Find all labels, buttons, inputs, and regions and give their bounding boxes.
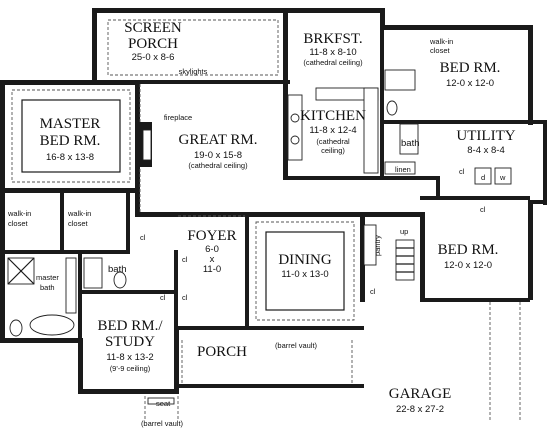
walkin-mid-1: walk-in bbox=[67, 209, 91, 218]
garage-dims: 22-8 x 27-2 bbox=[396, 404, 444, 415]
foyer-dims-3: 11-0 bbox=[203, 264, 221, 275]
bed-rm-2-dims: 12-0 x 12-0 bbox=[444, 260, 492, 271]
master-dims: 16-8 x 13-8 bbox=[46, 152, 94, 163]
kitchen-label: KITCHEN bbox=[300, 108, 366, 124]
kitchen-note-1: (cathedral bbox=[316, 137, 350, 146]
utility-d: d bbox=[481, 173, 485, 182]
foyer-label: FOYER bbox=[187, 228, 236, 244]
walkin-mid-2: closet bbox=[68, 219, 89, 228]
pantry-label: pantry bbox=[373, 235, 382, 256]
exterior-walls bbox=[0, 8, 547, 394]
walkin-top-right-2: closet bbox=[430, 46, 451, 55]
master-label-1: MASTER bbox=[40, 116, 101, 132]
utility-w: w bbox=[499, 173, 506, 182]
utility-label: UTILITY bbox=[456, 128, 515, 144]
master-label-2: BED RM. bbox=[40, 133, 101, 149]
kitchen-dims: 11-8 x 12-4 bbox=[309, 125, 356, 136]
great-rm-label: GREAT RM. bbox=[179, 132, 258, 148]
study-label-2: STUDY bbox=[105, 334, 155, 350]
skylights-label: skylights bbox=[179, 67, 208, 76]
cl-foyer-label: cl bbox=[182, 255, 188, 264]
fixtures bbox=[7, 69, 512, 405]
screen-porch-dims: 25-0 x 8-6 bbox=[132, 52, 175, 63]
walkin-top-right-1: walk-in bbox=[429, 37, 453, 46]
master-bath-2: bath bbox=[40, 283, 55, 292]
foyer-dims-1: 6-0 bbox=[205, 244, 219, 255]
brkfst-label: BRKFST. bbox=[303, 31, 362, 47]
seat-label: seat bbox=[156, 399, 171, 408]
brkfst-dims: 11-8 x 8-10 bbox=[309, 47, 356, 58]
ceiling-lines bbox=[11, 19, 521, 420]
bed-rm-1-label: BED RM. bbox=[440, 60, 501, 76]
kitchen-note-2: ceiling) bbox=[321, 146, 345, 155]
fireplace-label: fireplace bbox=[164, 113, 192, 122]
cl-pantry-label: cl bbox=[370, 287, 376, 296]
screen-porch-label-2: PORCH bbox=[128, 36, 178, 52]
study-dims: 11-8 x 13-2 bbox=[106, 352, 153, 363]
barrel-vault-bottom: (barrel vault) bbox=[141, 419, 184, 428]
walkin-left-1: walk-in bbox=[7, 209, 31, 218]
dining-label: DINING bbox=[278, 252, 331, 268]
great-rm-note: (cathedral ceiling) bbox=[188, 161, 248, 170]
master-bath-1: master bbox=[36, 273, 59, 282]
bed-rm-2-label: BED RM. bbox=[438, 242, 499, 258]
interior-walls bbox=[0, 25, 530, 340]
porch-label: PORCH bbox=[197, 344, 247, 360]
linen-label: linen bbox=[395, 165, 411, 174]
bath-study-label: bath bbox=[108, 264, 127, 275]
cl-foyer2-label: cl bbox=[182, 293, 188, 302]
room-labels: SCREEN PORCH 25-0 x 8-6 skylights BRKFST… bbox=[7, 20, 516, 428]
great-rm-dims: 19-0 x 15-8 bbox=[194, 150, 242, 161]
garage-label: GARAGE bbox=[389, 386, 452, 402]
up-label: up bbox=[400, 227, 408, 236]
brkfst-note: (cathedral ceiling) bbox=[303, 58, 363, 67]
barrel-vault-porch: (barrel vault) bbox=[275, 341, 318, 350]
cl-study-label: cl bbox=[160, 293, 166, 302]
dining-dims: 11-0 x 13-0 bbox=[281, 269, 328, 280]
walkin-left-2: closet bbox=[8, 219, 29, 228]
cl-right-label: cl bbox=[480, 205, 486, 214]
foyer-dims-2: x bbox=[210, 254, 215, 265]
utility-dims: 8-4 x 8-4 bbox=[467, 145, 505, 156]
screen-porch-label-1: SCREEN bbox=[124, 20, 182, 36]
bath-kitchen-label: bath bbox=[401, 138, 420, 149]
study-note: (9'-9 ceiling) bbox=[110, 364, 151, 373]
cl-upper-label: cl bbox=[140, 233, 146, 242]
utility-cl: cl bbox=[459, 167, 465, 176]
study-label-1: BED RM./ bbox=[97, 318, 163, 334]
bed-rm-1-dims: 12-0 x 12-0 bbox=[446, 78, 494, 89]
